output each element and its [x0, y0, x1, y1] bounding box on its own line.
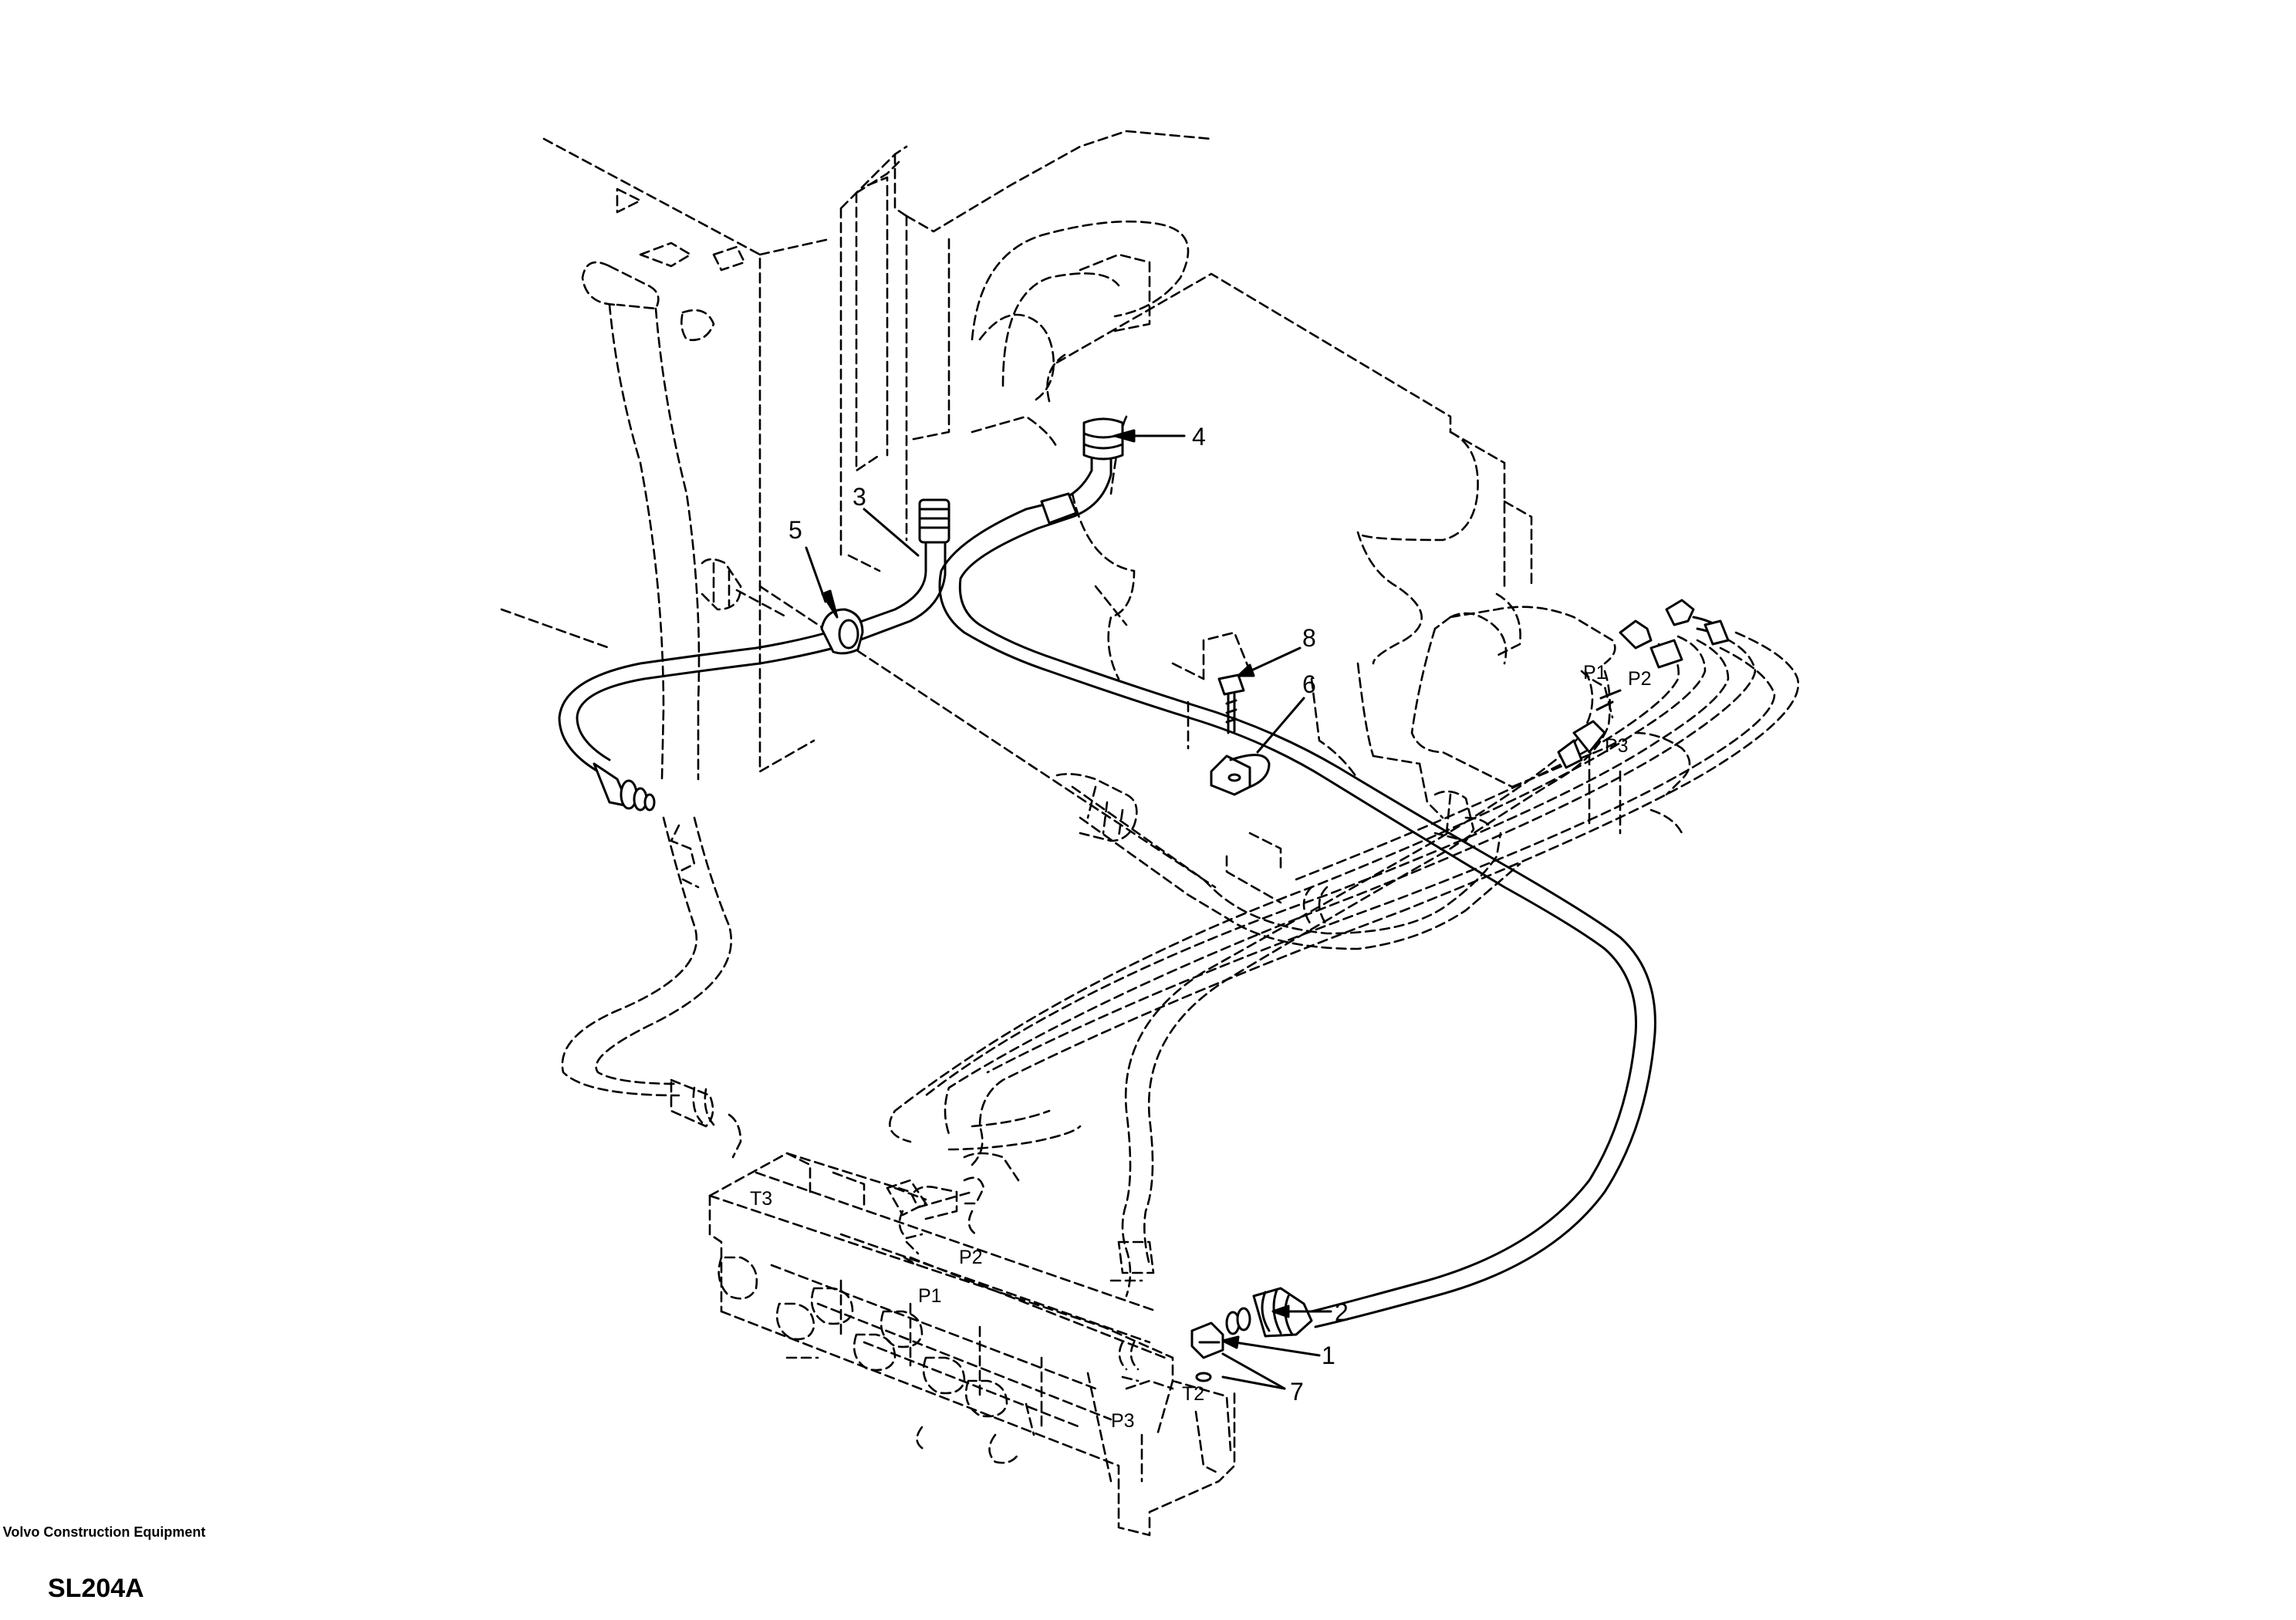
callout-1: 1 [1322, 1342, 1335, 1369]
company-name: Volvo Construction Equipment [2, 1524, 206, 1540]
solid-fittings [593, 417, 1730, 1382]
clamp-item-6 [1210, 754, 1271, 796]
port-labels: T3 P2 P1 P3 T2 P1 P2 P3 [750, 662, 1652, 1432]
callout-7: 7 [1290, 1378, 1304, 1406]
solid-hoses [558, 454, 1656, 1328]
fitting-item-3-end [593, 762, 656, 812]
control-valve-block [708, 1152, 1236, 1537]
drawing-code: SL204A [48, 1574, 144, 1603]
leader-lines [805, 429, 1332, 1390]
bolt-item-8 [1217, 673, 1245, 734]
pump-fittings [1557, 599, 1730, 769]
plug-item-1 [1190, 1321, 1224, 1359]
clamp-item-5 [820, 608, 864, 655]
dashed-hoses [561, 631, 1800, 1298]
port-label-t2: T2 [1182, 1383, 1204, 1405]
fitting-item-3-top [918, 498, 950, 544]
callout-4: 4 [1192, 423, 1206, 451]
callout-6: 6 [1302, 670, 1316, 698]
callout-2: 2 [1335, 1298, 1349, 1326]
seal-item-7 [1195, 1372, 1212, 1382]
fitting-item-4-top [1082, 417, 1124, 461]
callout-8: 8 [1302, 624, 1316, 652]
background-frame [500, 130, 1691, 950]
port-label-p1-top: P1 [1583, 662, 1607, 683]
callout-3: 3 [853, 483, 866, 511]
hose-band [1040, 492, 1078, 525]
actuator-caps [718, 1256, 1035, 1464]
callout-5: 5 [788, 516, 802, 544]
port-label-p3-top: P3 [1605, 735, 1629, 757]
callout-labels: 3 5 4 8 6 2 1 7 [788, 423, 1349, 1406]
port-label-p3-valve: P3 [1111, 1410, 1135, 1432]
port-label-p2-valve: P2 [959, 1247, 983, 1268]
valve-fittings [670, 1078, 1140, 1382]
port-label-p1-valve: P1 [918, 1285, 942, 1307]
port-label-t3: T3 [750, 1188, 772, 1210]
port-label-p2-top: P2 [1628, 668, 1652, 690]
